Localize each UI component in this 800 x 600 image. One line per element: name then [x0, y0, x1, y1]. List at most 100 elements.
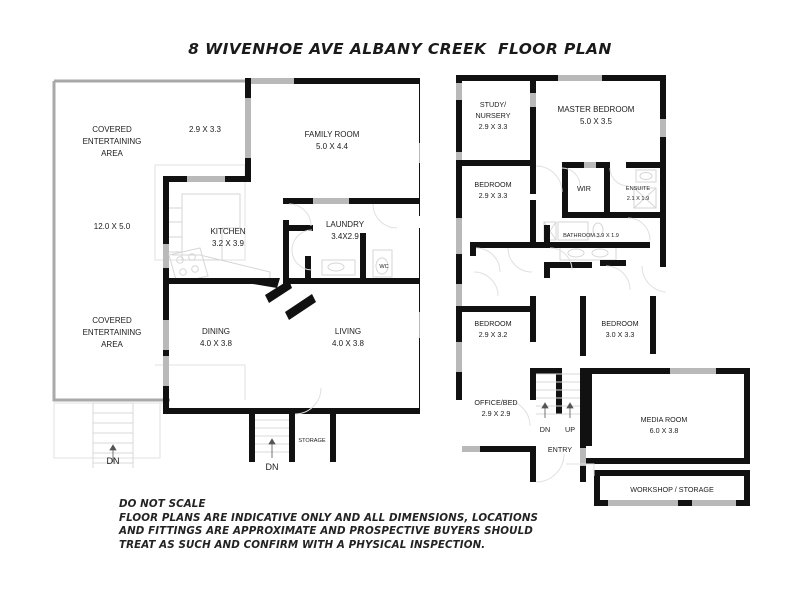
wall-workshop-bottom-3: [736, 500, 750, 506]
wall-laundry-top-1: [283, 198, 313, 204]
room-dim-dining: 4.0 X 3.8: [200, 339, 233, 348]
room-dim-unnamed: 2.9 X 3.3: [189, 125, 222, 134]
wall-left-4: [456, 254, 462, 284]
room-label-media: MEDIA ROOM: [641, 415, 688, 424]
wall-study-div-2: [530, 107, 536, 160]
wall-corridor: [600, 260, 626, 266]
room-label-living: LIVING: [335, 327, 361, 336]
wall-media-top-2: [716, 368, 750, 374]
wall-left-1: [456, 75, 462, 83]
room-label-covered-top-2: ENTERTAINING: [83, 137, 142, 146]
window-left-2: [456, 152, 462, 166]
garage-door: [608, 500, 678, 506]
room-label-bathroom: BATHROOM 3.9 X 1.9: [563, 233, 619, 239]
wall-top-left: [456, 75, 548, 81]
wall-top-mid: [548, 75, 558, 81]
door-arc-bed3: [473, 271, 499, 297]
wall-bath-bottom: [550, 242, 650, 248]
garage-door-2: [692, 500, 736, 506]
wall-right-upper: [419, 78, 420, 143]
window-wir-top: [584, 162, 596, 168]
wall-left-5: [456, 306, 462, 326]
ensuite-vanity: [635, 169, 657, 183]
wall-angle-kitchen: [253, 278, 280, 288]
wall-stair-left: [249, 414, 255, 462]
wall-wir-right: [604, 162, 610, 218]
room-label-workshop: WORKSHOP / STORAGE: [630, 485, 714, 494]
door-arc-bed4-b: [641, 265, 667, 293]
wall-master-right-1: [660, 75, 666, 119]
wall-bedroom2-div-1: [530, 166, 536, 194]
bath-basin-2: [591, 248, 609, 258]
wall-ensuite-bottom: [610, 212, 666, 218]
wall-angle-hall: [265, 280, 292, 303]
kitchen-cabinet-lines: [169, 221, 182, 238]
room-dim-office-bed: 2.9 X 2.9: [482, 409, 511, 418]
door-arc-entry: [535, 453, 565, 483]
room-dim-media: 6.0 X 3.8: [650, 426, 679, 435]
kitchen-bench: [181, 193, 241, 261]
room-label-study-2: NURSERY: [475, 111, 510, 120]
bath-tub: [557, 221, 589, 241]
guide-workshop: [566, 463, 595, 476]
room-label-covered-top-3: AREA: [101, 149, 123, 158]
wall-laundry-bottom-2: [373, 278, 420, 284]
stair-dn-arrow-inner: [268, 438, 276, 458]
room-label-office-bed: OFFICE/BED: [474, 398, 517, 407]
wall-wir-bottom: [562, 212, 610, 218]
room-label-bedroom2: BEDROOM: [474, 180, 511, 189]
wall-dining-left-1: [163, 304, 169, 320]
window-top-1: [251, 78, 294, 84]
ensuite-shower-x: [633, 187, 657, 209]
wall-study-bottom: [456, 160, 536, 166]
wall-left-3: [456, 166, 462, 218]
stair-treads-inner: [255, 419, 289, 453]
toilet-icon: [375, 257, 389, 275]
wall-laundry-left: [283, 220, 289, 282]
wall-wir-top-1: [562, 162, 584, 168]
door-arc-living: [294, 387, 322, 415]
entertaining-area-boundary: [52, 81, 170, 402]
wall-hall-left: [470, 242, 476, 256]
window-right-1: [419, 143, 420, 163]
window-left-1: [456, 83, 462, 100]
room-label-family-room: FAMILY ROOM: [305, 130, 360, 139]
room-dim-kitchen: 3.2 X 3.9: [212, 239, 245, 248]
window-kitchen-top: [187, 176, 225, 182]
wall-media-left: [586, 374, 592, 446]
wall-kitchen-top-1: [163, 176, 187, 182]
wall-ensuite-top: [626, 162, 666, 168]
wall-dining-left-2: [163, 350, 169, 356]
room-label-bedroom3: BEDROOM: [474, 319, 511, 328]
door-arc-hall: [372, 203, 398, 229]
room-label-storage: STORAGE: [298, 438, 326, 444]
wall-office-bottom: [480, 446, 536, 452]
wall-laundry-bottom: [283, 278, 373, 284]
room-label-entry: ENTRY: [548, 445, 572, 454]
room-label-kitchen: KITCHEN: [210, 227, 245, 236]
wall-dining-left-3: [163, 386, 169, 414]
room-dim-covered-area: 12.0 X 5.0: [94, 222, 131, 231]
room-label-laundry: LAUNDRY: [326, 220, 365, 229]
room-label-covered-bot-3: AREA: [101, 340, 123, 349]
window-office-bottom: [462, 446, 480, 452]
room-dim-master: 5.0 X 3.5: [580, 117, 613, 126]
bath-basin-1: [567, 248, 585, 258]
cooktop-icon: [168, 247, 209, 284]
wall-bed3-right: [530, 296, 536, 342]
door-arc-laundry-2: [291, 229, 313, 271]
room-label-bedroom4: BEDROOM: [601, 319, 638, 328]
door-arc-bedroom2: [535, 165, 563, 193]
wall-bedroom2-div-2: [530, 200, 536, 246]
room-dim-study: 2.9 X 3.3: [479, 122, 508, 131]
door-arc-office: [503, 399, 531, 427]
window-living-right: [419, 312, 420, 338]
wall-bottom-living: [330, 408, 420, 414]
stair-up-arrow-lower: [566, 402, 574, 418]
window-dining-left-1: [163, 320, 169, 350]
wall-study-div-1: [530, 81, 536, 93]
room-dim-bedroom3: 2.9 X 3.2: [479, 330, 508, 339]
wall-wc-left: [360, 233, 366, 283]
room-label-master: MASTER BEDROOM: [558, 105, 635, 114]
wall-hall-stub: [544, 262, 550, 278]
